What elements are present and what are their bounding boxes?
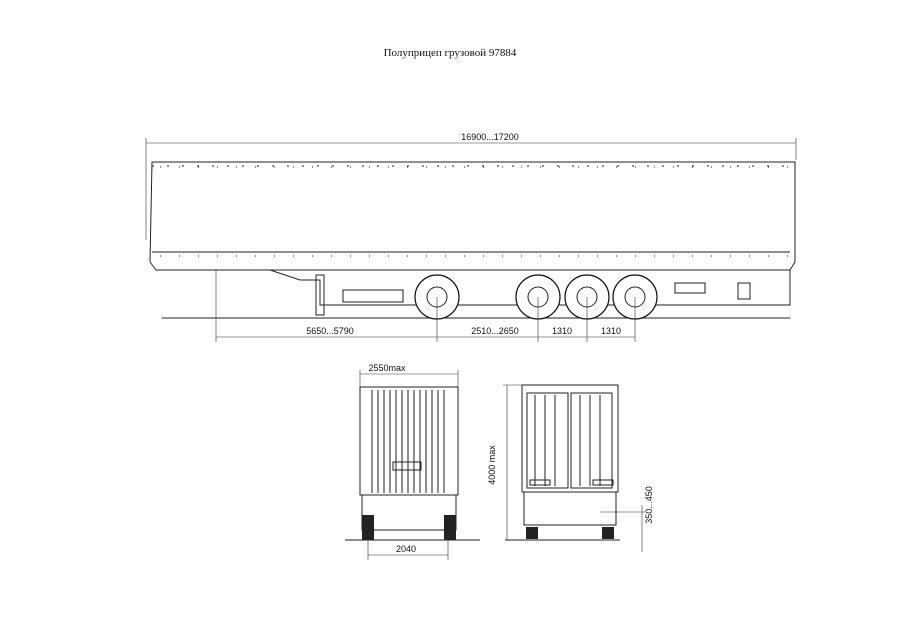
axle-2-3-dim: 1310: [552, 326, 572, 336]
rear-body: [521, 384, 619, 493]
platform-height-label: 350...450: [644, 486, 654, 524]
axle-3-4-dim: 1310: [601, 326, 621, 336]
track-label: 2040: [396, 544, 416, 554]
front-body: [359, 386, 459, 496]
wheels: [414, 274, 658, 320]
rear-door-right: [570, 392, 613, 489]
rear-door-left: [526, 392, 569, 489]
rear-view: 4000 max 350...450: [487, 384, 654, 552]
side-view: 16900...17200 5650...5790 2510...2650 13…: [145, 132, 797, 342]
trailer-body: [149, 161, 796, 271]
landing-gear: [315, 274, 325, 316]
front-wheel-right: [444, 515, 456, 540]
overall-length-label: 16900...17200: [461, 132, 519, 142]
front-view: 2550max 2040: [345, 363, 480, 560]
height-label: 4000 max: [487, 445, 497, 485]
front-wheel-left: [362, 515, 374, 540]
axle-1-2-dim: 2510...2650: [471, 326, 519, 336]
width-label: 2550max: [368, 363, 406, 373]
drawing-title: Полуприцеп грузовой 97884: [383, 47, 517, 59]
kingpin-axle-dim: 5650...5790: [306, 326, 354, 336]
toolbox: [342, 289, 404, 303]
